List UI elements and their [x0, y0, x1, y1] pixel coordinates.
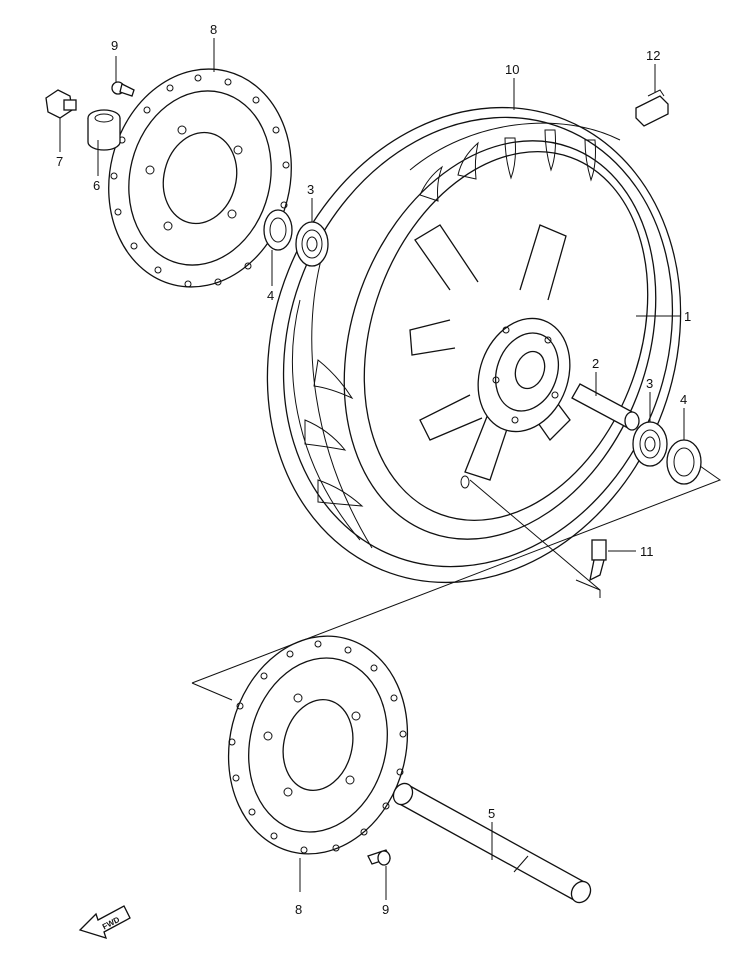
- callout-labels: 1 2 3 3 4 4 5 6 7 8 8 9 9 10 11 12: [56, 22, 691, 917]
- callout-11: 11: [640, 544, 654, 559]
- disc-bolt-lower: [367, 849, 391, 866]
- callout-2: 2: [592, 356, 599, 371]
- leader-lines: [59, 38, 685, 900]
- callout-8-upper: 8: [210, 22, 217, 37]
- callout-9-upper: 9: [111, 38, 118, 53]
- balance-weight: [635, 89, 669, 127]
- callout-9-lower: 9: [382, 902, 389, 917]
- wheel-rim: [343, 140, 657, 540]
- brake-disc-upper: [108, 68, 292, 288]
- callout-4-right: 4: [680, 392, 687, 407]
- tire-valve: [589, 539, 607, 582]
- brake-disc-lower: [227, 635, 409, 855]
- callout-3-right: 3: [646, 376, 653, 391]
- axle-spacer: [571, 383, 640, 431]
- spacer: [87, 109, 121, 151]
- callout-5: 5: [488, 806, 495, 821]
- callout-12: 12: [646, 48, 660, 63]
- nut: [45, 89, 77, 119]
- oil-seal-upper: [263, 209, 293, 251]
- assembly-lines: [191, 465, 722, 701]
- callout-1: 1: [684, 309, 691, 324]
- callout-10: 10: [505, 62, 519, 77]
- bearing-upper: [295, 221, 329, 267]
- callout-6: 6: [93, 178, 100, 193]
- callout-8-lower: 8: [295, 902, 302, 917]
- callout-4-upper: 4: [267, 288, 274, 303]
- callout-7: 7: [56, 154, 63, 169]
- callout-3-upper: 3: [307, 182, 314, 197]
- tire: [266, 106, 682, 584]
- fwd-arrow: FWD: [78, 905, 131, 939]
- oil-seal-right: [666, 439, 702, 485]
- disc-bolt-upper: [111, 81, 135, 97]
- bearing-right: [632, 421, 668, 467]
